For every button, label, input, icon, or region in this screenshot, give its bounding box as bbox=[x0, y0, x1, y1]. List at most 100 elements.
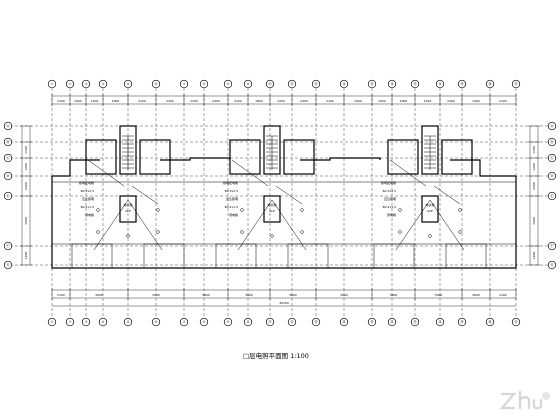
light-fixture bbox=[398, 230, 402, 234]
stair-shaft bbox=[119, 125, 137, 175]
axis-bubble-bottom bbox=[435, 317, 445, 327]
dim-text-bottom: 3000 bbox=[152, 293, 160, 297]
north-wall bbox=[52, 157, 516, 177]
dim-text-left: 3600 bbox=[24, 217, 28, 225]
wiring-leader bbox=[433, 185, 461, 205]
dim-text-left: 1200 bbox=[24, 163, 28, 171]
wiring-note: BV-3x2.5 bbox=[225, 189, 238, 193]
dim-text-top: 2100 bbox=[499, 99, 507, 103]
axis-label-left: Ⓔ bbox=[6, 193, 10, 198]
axis-bubble-top bbox=[243, 79, 253, 89]
axis-bubble-right bbox=[547, 153, 557, 163]
axis-label-top: ⑭ bbox=[342, 81, 346, 86]
axis-bubble-bottom bbox=[511, 317, 521, 327]
building-walls bbox=[51, 157, 517, 269]
axis-bubble-bottom bbox=[410, 317, 420, 327]
dim-text-top: 2400 bbox=[447, 99, 455, 103]
axis-bubble-left bbox=[3, 171, 13, 181]
axis-label-right: Ⓔ bbox=[550, 193, 554, 198]
axis-label-bottom: ⑳ bbox=[488, 319, 492, 324]
axis-bubble-top bbox=[511, 79, 521, 89]
axis-label-top: ⑰ bbox=[413, 81, 417, 86]
light-fixture bbox=[458, 208, 462, 212]
axis-bubble-top bbox=[339, 79, 349, 89]
wiring-note: BV-2x1.5 bbox=[225, 205, 238, 209]
side-room-left bbox=[229, 139, 261, 175]
axis-bubble-left bbox=[3, 260, 13, 270]
axis-bubble-bottom bbox=[151, 317, 161, 327]
axis-bubble-right bbox=[547, 171, 557, 181]
axis-label-right: Ⓖ bbox=[550, 262, 554, 267]
dim-text-bottom: 2100 bbox=[499, 293, 507, 297]
axis-bubble-bottom bbox=[387, 317, 397, 327]
light-fixture bbox=[96, 208, 100, 212]
wiring-note: 应急照明 bbox=[82, 196, 94, 201]
dim-text-top: 2100 bbox=[234, 99, 242, 103]
dim-text-top: 1200 bbox=[378, 99, 386, 103]
dim-text-right: 3600 bbox=[532, 217, 536, 225]
meter-room bbox=[421, 195, 439, 223]
axis-label-bottom: ⑦ bbox=[183, 320, 186, 324]
axis-bubble-left bbox=[3, 153, 13, 163]
wiring-note: BV-2x1.5 bbox=[81, 205, 94, 209]
balcony-left bbox=[215, 243, 257, 269]
wiring-note: 弱电箱 bbox=[85, 212, 94, 217]
dim-text-left: 1500 bbox=[24, 146, 28, 154]
axis-bubble-top bbox=[65, 79, 75, 89]
dim-text-top: 2400 bbox=[212, 99, 220, 103]
axis-bubble-top bbox=[179, 79, 189, 89]
axis-label-top: ⑫ bbox=[290, 81, 294, 86]
axis-label-top: ② bbox=[69, 82, 72, 86]
wiring-note: 照明配电箱 bbox=[79, 180, 94, 185]
axis-bubble-top bbox=[387, 79, 397, 89]
axis-label-bottom: ⑪ bbox=[268, 319, 272, 324]
dim-text-top: 1200 bbox=[277, 99, 285, 103]
wiring-leader bbox=[429, 199, 465, 251]
wiring-note: 应急照明 bbox=[384, 196, 396, 201]
light-fixture bbox=[96, 230, 100, 234]
wiring-note: 弱电箱 bbox=[387, 212, 396, 217]
axis-bubble-bottom bbox=[485, 317, 495, 327]
axis-bubble-bottom bbox=[81, 317, 91, 327]
outer-wall bbox=[51, 176, 517, 269]
axis-bubble-right bbox=[547, 241, 557, 251]
balcony-left bbox=[71, 243, 113, 269]
axis-label-left: Ⓑ bbox=[6, 139, 10, 144]
panel-label: ALE bbox=[125, 209, 131, 213]
axis-label-bottom: ⑩ bbox=[247, 320, 250, 324]
axis-label-top: ⑲ bbox=[460, 81, 464, 86]
dim-text-top: 2400 bbox=[74, 99, 82, 103]
axis-bubble-top bbox=[199, 79, 209, 89]
light-fixture bbox=[240, 230, 244, 234]
axis-label-top: ⑦ bbox=[183, 82, 186, 86]
axis-label-bottom: ⑯ bbox=[390, 319, 394, 324]
side-room-right bbox=[139, 139, 171, 175]
light-fixture bbox=[240, 208, 244, 212]
wiring-leader bbox=[131, 185, 159, 205]
axis-bubble-top bbox=[367, 79, 377, 89]
balcony-right bbox=[287, 243, 329, 269]
axis-label-bottom: ④ bbox=[102, 320, 105, 324]
dim-text-right: 1200 bbox=[532, 163, 536, 171]
axis-label-bottom: ⑥ bbox=[155, 320, 158, 324]
axis-bubble-top bbox=[265, 79, 275, 89]
dim-text-top: 1800 bbox=[255, 99, 263, 103]
dim-text-top: 2400 bbox=[354, 99, 362, 103]
axis-bubble-top bbox=[287, 79, 297, 89]
dim-text-top: 2100 bbox=[326, 99, 334, 103]
dim-text-bottom: 3000 bbox=[435, 293, 443, 297]
axis-bubble-bottom bbox=[339, 317, 349, 327]
axis-label-bottom: ⑭ bbox=[342, 319, 346, 324]
wiring-leader bbox=[395, 199, 431, 251]
plan-title: □层电照平面图 1:100 bbox=[243, 351, 309, 360]
axis-label-top: ⑧ bbox=[203, 82, 206, 86]
axis-label-top: ⑩ bbox=[247, 82, 250, 86]
side-room-left bbox=[85, 139, 117, 175]
axis-bubble-bottom bbox=[179, 317, 189, 327]
axis-bubble-bottom bbox=[47, 317, 57, 327]
dim-text-bottom: 2100 bbox=[57, 293, 65, 297]
wiring-note: 应急照明 bbox=[226, 196, 238, 201]
axis-label-right: Ⓕ bbox=[550, 243, 554, 248]
